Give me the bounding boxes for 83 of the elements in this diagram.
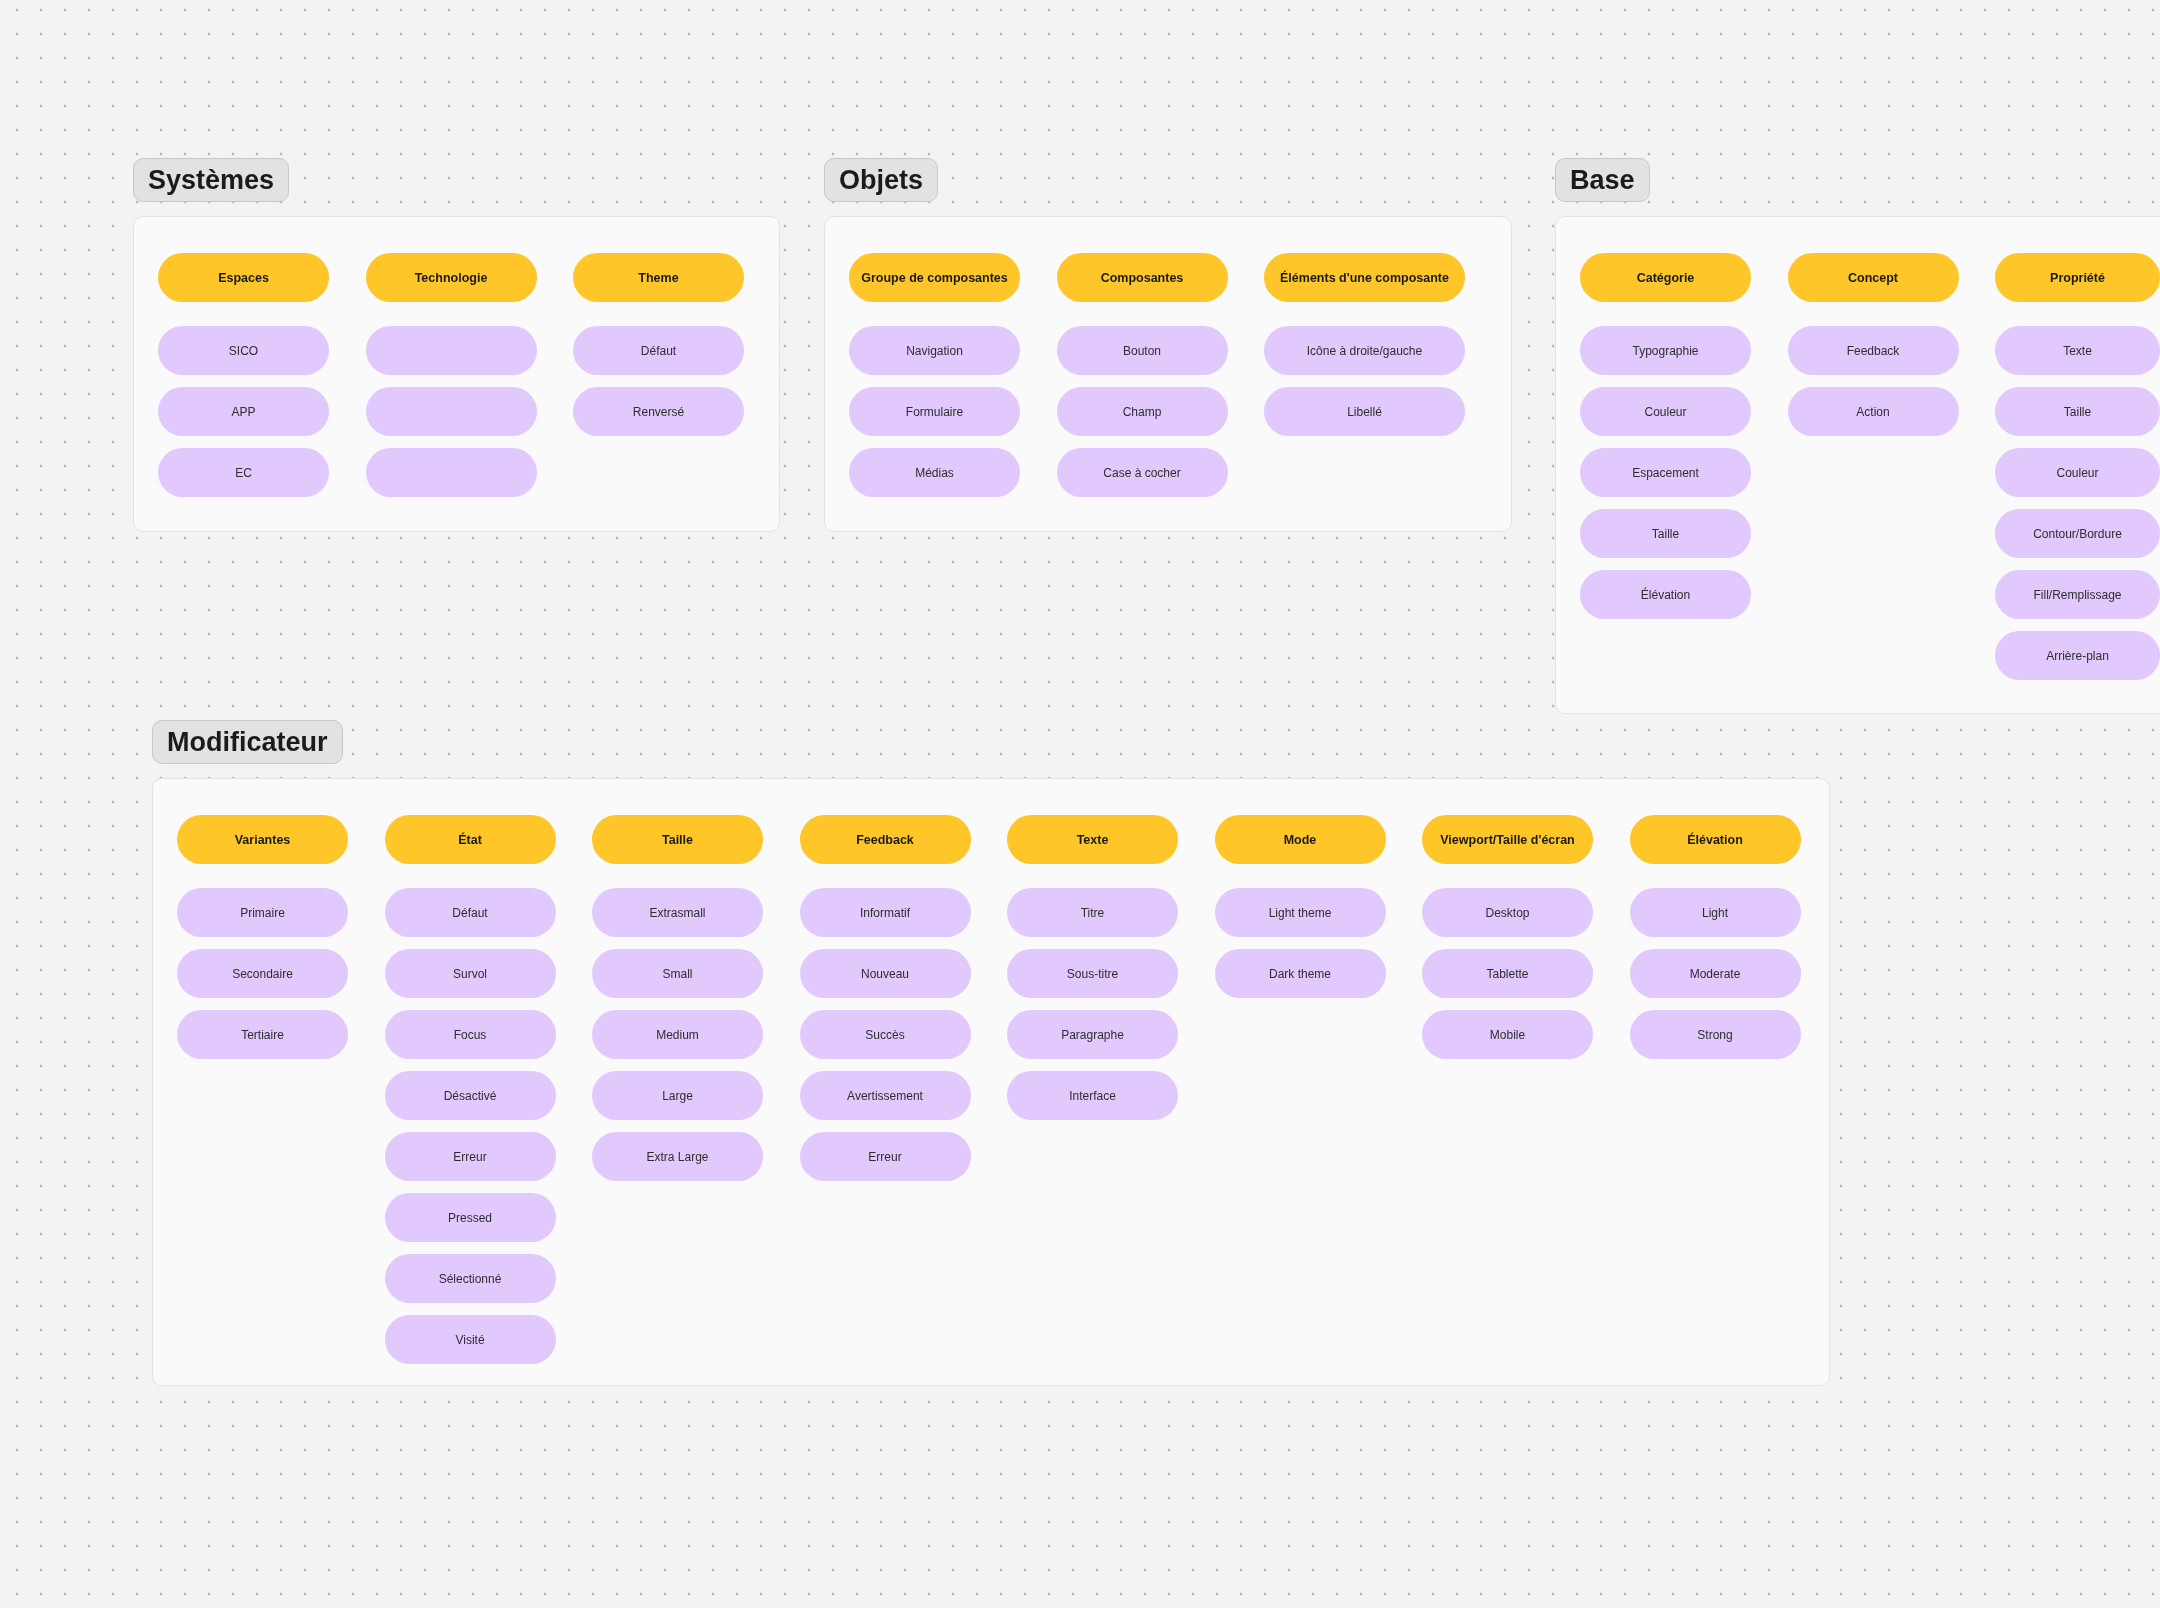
value-tag: Erreur [384,1132,556,1181]
category-tag: Concept [1787,253,1959,302]
value-tag: Erreur [799,1132,971,1181]
section-heading: Systèmes [133,158,290,202]
value-tag: Taille [1580,509,1751,558]
value-tag: Titre [1007,888,1178,937]
value-tag: Arrière-plan [1995,631,2160,680]
section-heading: Base [1555,158,1650,202]
value-tag: Élévation [1580,570,1751,619]
value-tag: Moderate [1629,949,1801,998]
value-tag: Visité [384,1315,556,1364]
value-tag: EC [158,448,329,497]
value-tag: Succès [799,1010,971,1059]
empty-tag [365,326,537,375]
value-tag: Contour/Bordure [1995,509,2160,558]
category-tag: Mode [1214,815,1386,864]
value-tag: Extra Large [592,1132,763,1181]
value-tag: Extrasmall [592,888,763,937]
value-tag: Tertiaire [177,1010,348,1059]
value-tag: Small [592,949,763,998]
value-tag: Avertissement [799,1071,971,1120]
category-tag: Composantes [1056,253,1228,302]
value-tag: Renversé [573,387,744,436]
section-heading: Objets [824,158,939,202]
value-tag: Secondaire [177,949,348,998]
value-tag: Light [1629,888,1801,937]
value-tag: Dark theme [1214,949,1386,998]
value-tag: Espacement [1580,448,1751,497]
value-tag: Focus [384,1010,556,1059]
value-tag: Feedback [1787,326,1959,375]
value-tag: Fill/Remplissage [1995,570,2160,619]
category-tag: Catégorie [1580,253,1751,302]
category-tag: Élévation [1629,815,1801,864]
value-tag: Nouveau [799,949,971,998]
value-tag: Sélectionné [384,1254,556,1303]
value-tag: Médias [849,448,1020,497]
value-tag: Taille [1995,387,2160,436]
value-tag: APP [158,387,329,436]
value-tag: Bouton [1056,326,1228,375]
value-tag: Libellé [1264,387,1465,436]
value-tag: Informatif [799,888,971,937]
category-tag: Texte [1007,815,1178,864]
value-tag: Desktop [1422,888,1593,937]
value-tag: Typographie [1580,326,1751,375]
empty-tag [365,448,537,497]
value-tag: Navigation [849,326,1020,375]
value-tag: Strong [1629,1010,1801,1059]
value-tag: Icône à droite/gauche [1264,326,1465,375]
category-tag: Espaces [158,253,329,302]
value-tag: Couleur [1995,448,2160,497]
value-tag: Champ [1056,387,1228,436]
value-tag: Texte [1995,326,2160,375]
category-tag: Theme [573,253,744,302]
value-tag: Défaut [384,888,556,937]
category-tag: Groupe de composantes [849,253,1020,302]
category-tag: Taille [592,815,763,864]
value-tag: Case à cocher [1056,448,1228,497]
category-tag: Éléments d'une composante [1264,253,1465,302]
value-tag: Light theme [1214,888,1386,937]
value-tag: Couleur [1580,387,1751,436]
value-tag: Mobile [1422,1010,1593,1059]
value-tag: Tablette [1422,949,1593,998]
empty-tag [365,387,537,436]
value-tag: Primaire [177,888,348,937]
value-tag: SICO [158,326,329,375]
value-tag: Interface [1007,1071,1178,1120]
value-tag: Désactivé [384,1071,556,1120]
value-tag: Survol [384,949,556,998]
value-tag: Paragraphe [1007,1010,1178,1059]
value-tag: Large [592,1071,763,1120]
value-tag: Medium [592,1010,763,1059]
value-tag: Action [1787,387,1959,436]
category-tag: Propriété [1995,253,2160,302]
value-tag: Pressed [384,1193,556,1242]
value-tag: Défaut [573,326,744,375]
category-tag: Feedback [799,815,971,864]
value-tag: Formulaire [849,387,1020,436]
category-tag: Viewport/Taille d'écran [1422,815,1593,864]
section-heading: Modificateur [152,720,343,764]
value-tag: Sous-titre [1007,949,1178,998]
category-tag: État [384,815,556,864]
category-tag: Variantes [177,815,348,864]
category-tag: Technologie [365,253,537,302]
